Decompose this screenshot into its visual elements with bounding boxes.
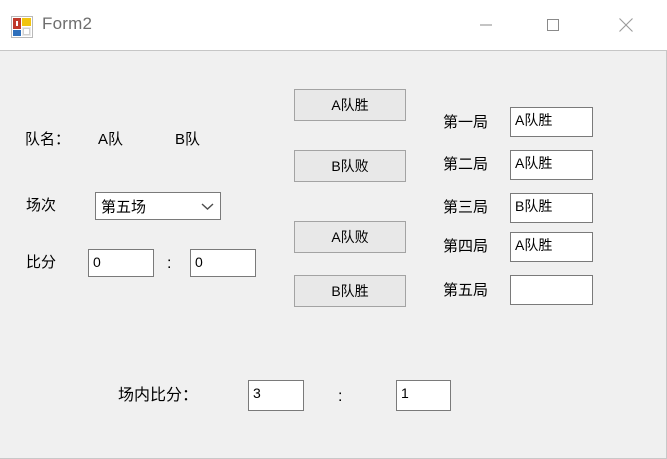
maximize-button[interactable] — [524, 0, 581, 50]
score-separator: : — [167, 255, 172, 272]
team-name-label: 队名： — [25, 131, 71, 148]
total-score-separator: : — [338, 388, 343, 405]
game-2-label: 第二局 — [443, 156, 489, 173]
score-label: 比分 — [26, 254, 57, 271]
button-team-a-win[interactable]: A队胜 — [294, 89, 406, 121]
total-score-label: 场内比分： — [118, 387, 199, 404]
game-4-label: 第四局 — [443, 238, 489, 255]
button-team-a-lose[interactable]: A队败 — [294, 221, 406, 253]
game-1-result-input[interactable]: A队胜 — [510, 107, 593, 137]
score-a-input[interactable]: 0 — [88, 249, 154, 277]
window-title: Form2 — [42, 14, 93, 33]
close-button[interactable] — [597, 0, 654, 50]
score-b-input[interactable]: 0 — [190, 249, 256, 277]
game-3-result-input[interactable]: B队胜 — [510, 193, 593, 223]
game-5-label: 第五局 — [443, 282, 489, 299]
total-score-b-input[interactable]: 1 — [396, 380, 451, 411]
team-b-label: B队 — [175, 131, 201, 148]
total-score-a-input[interactable]: 3 — [248, 380, 304, 411]
match-label: 场次 — [26, 197, 57, 214]
game-1-label: 第一局 — [443, 114, 489, 131]
game-3-label: 第三局 — [443, 199, 489, 216]
vs-form-icon — [11, 16, 33, 38]
game-4-result-input[interactable]: A队胜 — [510, 232, 593, 262]
game-5-result-input[interactable] — [510, 275, 593, 305]
match-select-value: 第五场 — [101, 198, 147, 216]
game-2-result-input[interactable]: A队胜 — [510, 150, 593, 180]
title-bar: Form2 — [0, 0, 667, 51]
minimize-button[interactable] — [457, 0, 514, 50]
chevron-down-icon — [194, 202, 220, 211]
button-team-b-lose[interactable]: B队败 — [294, 150, 406, 182]
team-a-label: A队 — [98, 131, 124, 148]
button-team-b-win[interactable]: B队胜 — [294, 275, 406, 307]
match-select[interactable]: 第五场 — [95, 192, 221, 220]
